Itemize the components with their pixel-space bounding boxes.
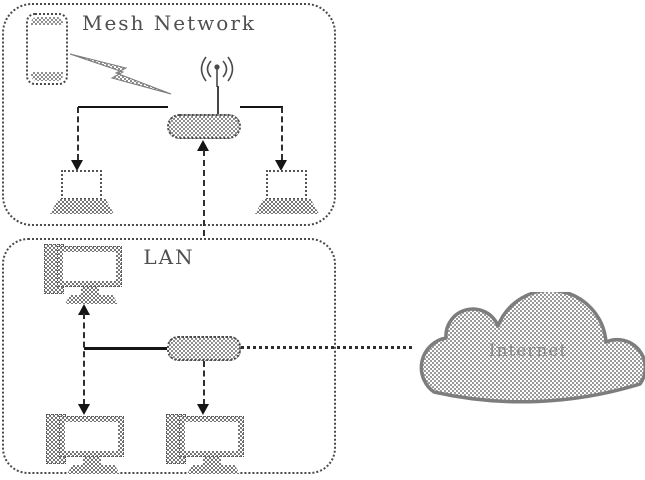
internet-label: Internet [489,341,568,361]
laptop-right-icon [255,170,319,216]
pc-keyboard [187,465,240,474]
laptop-keyboard [50,199,114,214]
pc-monitor [179,416,244,457]
pc-monitor [57,246,122,287]
desktop-bottom-left-icon [46,414,128,474]
lightning-bolt-icon [69,53,172,95]
wireless-router-icon [167,114,241,139]
laptop-left-icon [50,170,114,216]
link-router-laptop-right [281,107,283,160]
laptop-screen [61,170,102,200]
pc-stand [83,457,101,465]
pc-keyboard [65,295,118,304]
network-switch-icon [167,336,241,361]
link-switch-internet [241,346,412,349]
phone-top-strip [31,17,63,25]
mesh-bus-left-line [78,106,168,108]
pc-screen [185,422,238,451]
radio-waves-icon [200,56,234,87]
arrowhead-laptop-right [275,160,287,171]
lan-label: LAN [143,245,195,269]
pc-screen [63,252,116,281]
arrowhead-desktop-bottom-left [78,404,90,415]
pc-keyboard [67,465,120,474]
router-antenna [217,86,219,114]
link-switch-desktop-bottom-right [203,361,205,405]
pc-monitor [59,416,124,457]
pc-screen [65,422,118,451]
mesh-bus-right-line [240,106,283,108]
internet-cloud-icon: Internet [419,292,645,404]
mesh-network-label: Mesh Network [81,11,257,35]
laptop-screen [266,170,307,200]
pc-stand [203,457,221,465]
laptop-keyboard [255,199,319,214]
desktop-bottom-right-icon [166,414,248,474]
pc-stand [81,287,99,295]
link-router-laptop-left [77,107,79,160]
arrowhead-into-desktop-top [78,304,90,315]
link-switch-left-line [84,347,167,350]
smartphone-icon [26,13,68,85]
desktop-top-left-icon [44,244,126,304]
arrowhead-desktop-bottom-right [197,404,209,415]
phone-bottom-strip [31,72,63,81]
arrowhead-into-router [197,140,209,151]
link-left-riser [83,313,85,405]
arrowhead-laptop-left [71,160,83,171]
